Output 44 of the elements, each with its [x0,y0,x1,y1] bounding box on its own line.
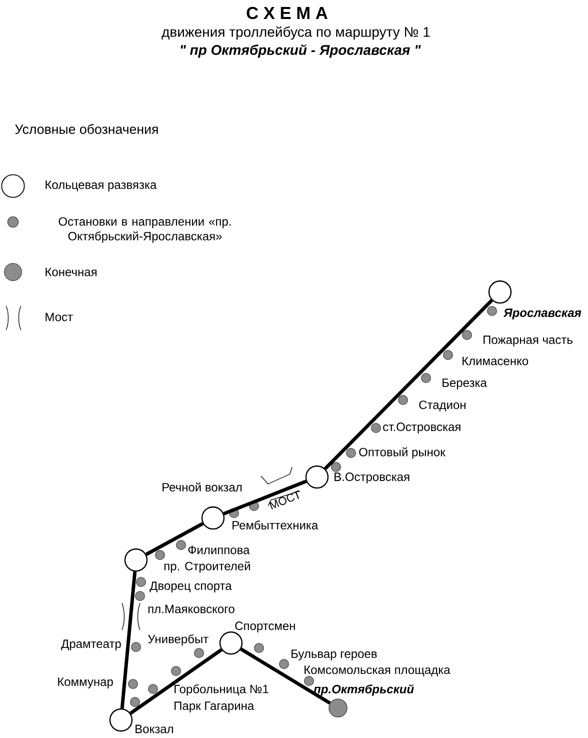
junction-circle [488,280,512,304]
stop-dot [130,697,140,707]
stop-name: Речной вокзал [162,482,242,492]
stop-name: Пожарная часть [484,336,572,346]
stop-name: Оптовый рынок [359,447,446,459]
route-line [324,299,494,470]
subtitle: движения троллейбуса по маршруту № 1 [162,26,430,40]
route-line [130,648,222,715]
legend-text: Конечная [46,268,96,276]
legend-heading: Условные обозначения [15,124,158,134]
stop-name: Вокзал [136,724,173,734]
stop-name: Парк Гагарина [174,702,254,712]
stop-name: Рембыттехника [232,520,318,530]
stop-name: пр. Строителей [164,561,250,573]
legend-text: Кольцевая развязка [46,180,157,192]
stop-name: ст.Островская [383,422,460,434]
stop-name: Филиппова [188,546,250,554]
legend-text: Мост [46,312,73,322]
junction-circle [201,506,225,530]
stop-name: Бульвар героев [292,650,377,660]
stop-name: Ярославская [503,308,582,320]
stop-dot [254,643,264,653]
stop-name: Комсомольская площадка [304,666,450,676]
route-line [240,648,331,705]
stop-name: Спортсмен [235,622,295,632]
stop-name: Горбольница №1 [174,684,268,696]
junction-circle [124,548,148,572]
stop-name: пр.Октябрьский [314,684,414,696]
route-line [223,480,307,516]
junction-circle [305,465,329,489]
stop-name: Дворец спорта [150,582,232,592]
stop-name: Березка [442,378,487,390]
stop-name: Универбыт [148,634,208,646]
stop-name: В.Островская [334,472,410,484]
route-name: " пр Октябрьский - Ярославская " [180,44,421,58]
stop-name: пл.Маяковского [148,604,234,614]
stop-name: Коммунар [58,678,113,688]
route-line [120,571,137,709]
route-line [145,522,204,556]
legend-text: Остановки в направлении «пр. Октябрьский-Ярославская» [58,217,231,243]
title: С Х Е М А [246,6,328,20]
stop-name: Драмтеатр [61,640,121,650]
stop-name: Климасенко [462,356,528,366]
stop-name: Стадион [419,400,466,412]
